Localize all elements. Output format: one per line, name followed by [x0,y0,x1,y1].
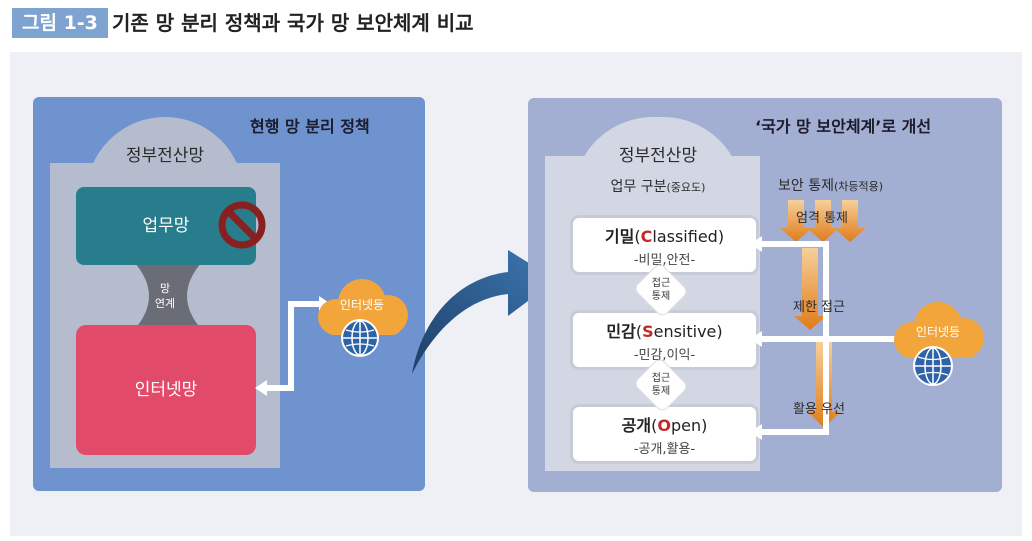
level-open-ko: 공개 [621,416,652,435]
access-control-label-1: 접근 통제 [641,277,681,303]
level-sensitive-rest: ensitive) [653,322,723,341]
business-classification-label: 업무 구분 [610,179,667,195]
globe-icon [913,346,953,386]
network-link-label: 망 연계 [140,281,190,311]
level-open-open: ( [651,416,658,435]
left-gov-label: 정부전산망 [125,146,205,166]
level-classified-ko: 기밀 [604,227,635,246]
utilization-priority-label: 활용 우선 [793,402,845,417]
no-entry-icon [218,201,266,249]
right-gov-label: 정부전산망 [618,146,698,166]
level-classified: 기밀(Classified) -비밀,안전- [570,215,759,275]
security-control-arrows [780,200,866,428]
cloud-icon [894,302,984,358]
security-control-label: 보안 통제 [778,178,834,194]
work-network: 업무망 [76,187,256,265]
level-classified-open: ( [634,227,641,246]
level-open-initial: O [657,416,671,435]
access-control-2-line2: 통제 [651,386,671,397]
globe-icon [341,319,379,357]
access-control-label-2: 접근 통제 [641,372,681,398]
level-open-sub: -공개,활용- [633,442,696,457]
figure-label: 그림 1-3 [12,8,108,38]
level-sensitive-initial: S [642,322,654,341]
level-open: 공개(Open) -공개,활용- [570,404,759,464]
level-sensitive-ko: 민감 [606,322,636,341]
improved-policy-title: ‘국가 망 보안체계’로 개선 [755,117,932,136]
access-control-1-line2: 통제 [651,291,671,302]
level-classified-rest: lassified) [652,227,725,246]
curved-arrow-icon [412,250,556,374]
level-sensitive-open: ( [635,322,643,341]
right-cloud-label: 인터넷등 [915,325,961,339]
business-classification: 업무 구분(중요도) [568,176,748,196]
strict-control-label: 엄격 통제 [796,211,848,226]
network-link-label-2: 연계 [154,297,176,310]
security-control: 보안 통제(차등적용) [778,175,883,195]
network-link-shape [134,262,202,330]
internet-network: 인터넷망 [76,325,256,455]
left-cloud-label: 인터넷등 [339,298,385,312]
access-control-1-line1: 접근 [651,278,671,289]
limited-access-label: 제한 접근 [793,300,845,315]
level-classified-initial: C [640,227,653,246]
business-classification-note: (중요도) [666,181,706,194]
current-policy-title: 현행 망 분리 정책 [250,117,370,136]
level-open-rest: pen) [670,416,708,435]
level-classified-sub: -비밀,안전- [633,253,696,268]
access-control-2-line1: 접근 [651,373,671,384]
figure-title: 기존 망 분리 정책과 국가 망 보안체계 비교 [112,11,474,35]
level-sensitive-sub: -민감,이익- [633,348,696,363]
network-link-label-1: 망 [159,282,171,295]
level-sensitive: 민감(Sensitive) -민감,이익- [570,310,759,370]
access-links [750,236,900,440]
security-control-note: (차등적용) [833,180,884,193]
